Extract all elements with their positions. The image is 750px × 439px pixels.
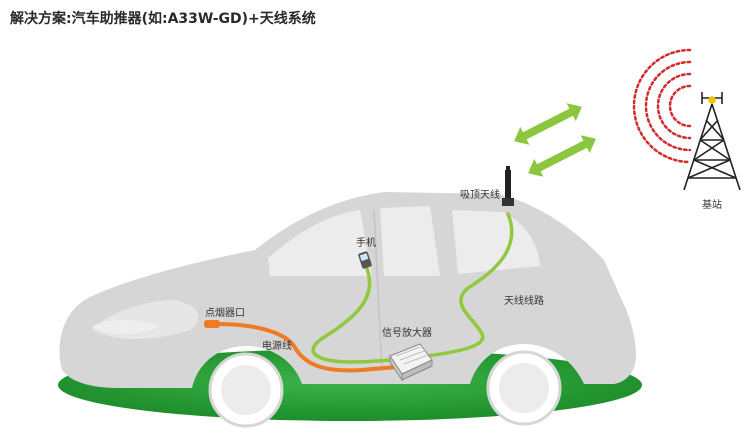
label-base-station: 基站	[702, 198, 722, 211]
power-cable	[214, 322, 404, 373]
label-signal-amplifier: 信号放大器	[382, 326, 432, 339]
front-wheel	[208, 352, 284, 428]
front-window	[268, 210, 372, 276]
phone-cable	[311, 264, 398, 364]
rear-wheel	[486, 350, 562, 426]
label-cigarette-lighter: 点烟器口	[205, 306, 245, 319]
label-phone: 手机	[356, 236, 376, 249]
double-arrow-icon	[514, 103, 596, 177]
label-power-cable: 电源线	[262, 339, 292, 352]
cell-tower-icon	[683, 92, 741, 191]
mobile-phone-icon	[358, 251, 372, 269]
label-receive-antenna: 吸顶天线	[460, 188, 500, 201]
antenna-cable	[424, 212, 514, 358]
cigarette-lighter-icon	[204, 320, 220, 328]
back-window	[452, 210, 540, 274]
rear-window	[380, 206, 440, 276]
label-antenna-cable: 天线线路	[504, 294, 544, 307]
car-body	[59, 192, 637, 388]
amplifier-box-icon	[389, 343, 433, 382]
roof-antenna-icon	[502, 166, 514, 206]
page-title: 解决方案:汽车助推器(如:A33W-GD)+天线系统	[10, 11, 316, 27]
radio-wave-icon	[632, 48, 692, 164]
